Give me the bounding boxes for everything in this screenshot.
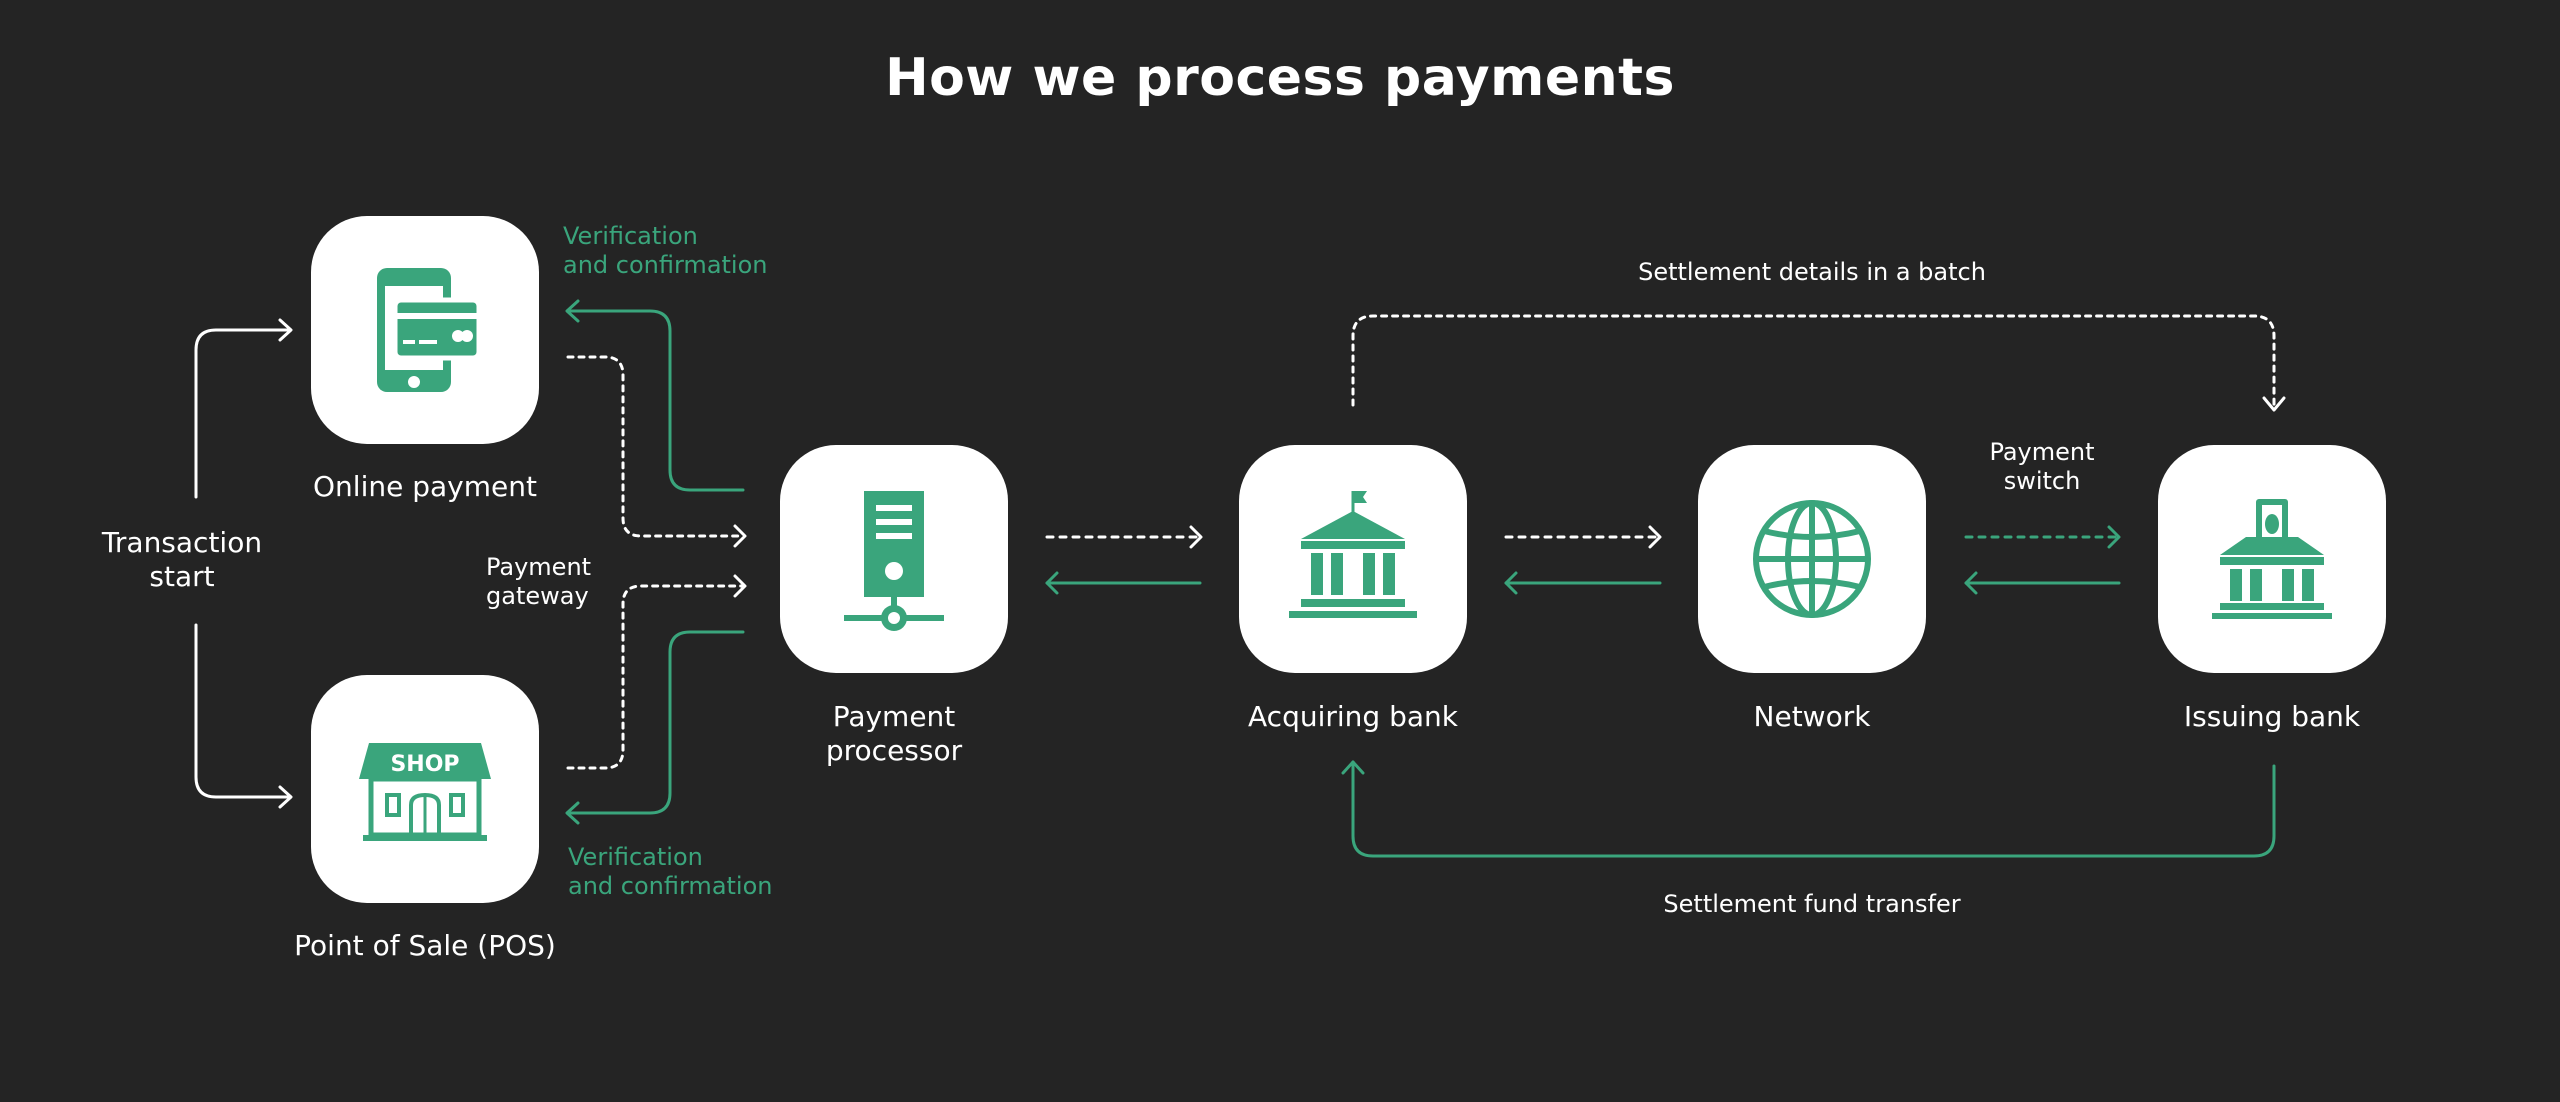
payment-processor-node (780, 445, 1008, 673)
bank-money-icon (2212, 499, 2332, 619)
bank-flag-icon (1289, 491, 1417, 618)
pos-to-processor-arrowhead (733, 574, 747, 598)
settlement-transfer-arrowhead (1341, 760, 1365, 775)
start-to-online-arrowhead (278, 318, 293, 342)
pos-node: SHOP (311, 675, 539, 903)
payment-gateway-label: Payment gateway (486, 553, 592, 610)
settlement-batch-arrowhead (2262, 396, 2286, 412)
settlement-transfer-arrow (1351, 760, 2276, 858)
processor-to-online-verification-arrow (566, 309, 745, 492)
start-to-pos-arrowhead (278, 785, 293, 809)
diagram-title: How we process payments (885, 48, 1675, 108)
processor-to-acquiring-arrowhead (1189, 525, 1203, 549)
payment-switch-label: Payment switch (1989, 438, 2095, 495)
processor-to-online-verification-arrowhead (565, 299, 580, 323)
settlement-batch-arrow (1351, 314, 2276, 410)
mobile-card-icon (377, 268, 482, 392)
settlement-transfer-label: Settlement fund transfer (1663, 890, 1961, 918)
start-to-pos-arrow (194, 623, 292, 799)
server-icon (844, 491, 944, 631)
payment-processor-label: Payment processor (825, 700, 963, 767)
pos-to-processor-arrow (566, 584, 744, 770)
acquiring-bank-label: Acquiring bank (1248, 700, 1458, 733)
network-to-acquiring-arrowhead (1504, 571, 1518, 595)
acquiring-to-network-arrowhead (1648, 525, 1662, 549)
network-to-issuing-arrowhead (2107, 525, 2121, 549)
online-to-processor-arrow (566, 355, 744, 538)
verification-top-label: Verification and confirmation (563, 222, 768, 279)
issuing-bank-node (2158, 445, 2386, 673)
pos-label: Point of Sale (POS) (294, 929, 556, 962)
network-label: Network (1753, 700, 1871, 733)
transaction-start-label: Transaction start (101, 526, 263, 593)
verification-bottom-label: Verification and confirmation (568, 843, 773, 900)
settlement-batch-label: Settlement details in a batch (1638, 258, 1986, 286)
globe-icon (1753, 500, 1871, 618)
network-node (1698, 445, 1926, 673)
acquiring-bank-node (1239, 445, 1467, 673)
issuing-to-network-arrowhead (1964, 571, 1978, 595)
shop-icon: SHOP (359, 743, 491, 841)
online-payment-label: Online payment (313, 470, 537, 503)
issuing-bank-label: Issuing bank (2183, 700, 2361, 733)
shop-sign-text: SHOP (390, 752, 459, 777)
online-to-processor-arrowhead (733, 524, 747, 548)
processor-to-pos-verification-arrowhead (565, 801, 580, 825)
start-to-online-arrow (194, 328, 292, 499)
processor-to-pos-verification-arrow (566, 630, 745, 815)
acquiring-to-processor-arrowhead (1045, 571, 1059, 595)
online-payment-node (311, 216, 539, 444)
